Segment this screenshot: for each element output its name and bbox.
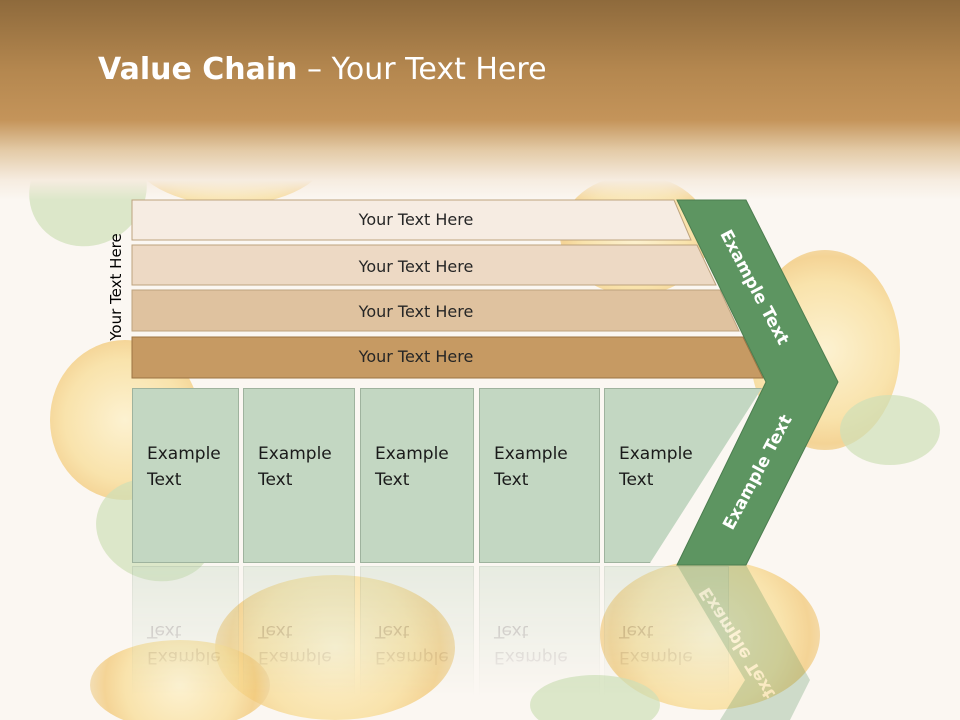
row-bar-2[interactable]: [131, 244, 717, 286]
row-bar-3-label: Your Text Here: [358, 302, 474, 321]
title-rest: – Your Text Here: [297, 52, 547, 87]
title-bold: Value Chain: [98, 52, 298, 87]
chevron-reflection: Example Text: [677, 565, 810, 720]
row-bar-4-label: Your Text Here: [358, 347, 474, 366]
row-bar-4[interactable]: [131, 336, 764, 379]
chevron-arrow[interactable]: [676, 199, 839, 566]
page-title: Value Chain – Your Text Here: [98, 52, 547, 87]
leaf-decoration: [840, 395, 940, 465]
row-bar-1-label: Your Text Here: [358, 210, 474, 229]
header-band: [0, 0, 960, 200]
row-bar-1[interactable]: [131, 199, 692, 241]
row-bar-2-label: Your Text Here: [358, 257, 474, 276]
row-bar-3[interactable]: [131, 289, 740, 332]
